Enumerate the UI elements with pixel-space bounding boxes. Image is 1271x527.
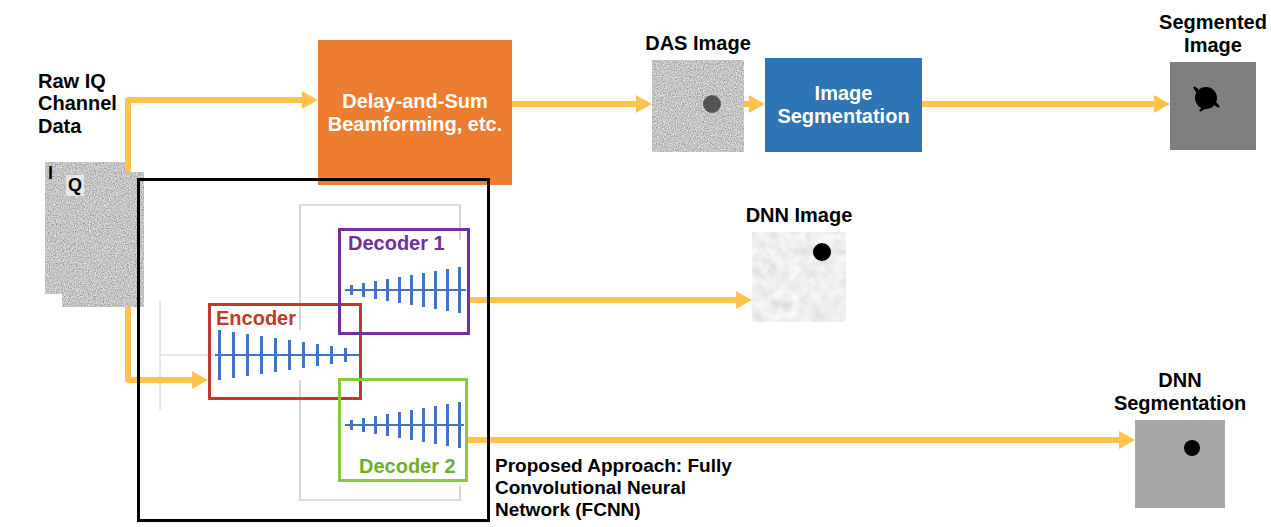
- q-channel-panel: Q: [62, 172, 144, 307]
- q-channel-image: [62, 172, 144, 307]
- node-label: Decoder 2: [357, 455, 458, 478]
- node-label: Segmented Image: [1148, 11, 1271, 57]
- dnn-image-panel: DNN Image: [752, 232, 846, 322]
- data-flow-arrow: [512, 101, 636, 107]
- node-label: Q: [66, 175, 84, 196]
- i-channel-panel: I: [45, 162, 127, 294]
- data-flow-arrow: [922, 101, 1154, 107]
- segmented-blob: [1194, 87, 1219, 111]
- dnn-segmentation-panel: DNN Segmentation: [1135, 420, 1225, 508]
- layer-bar: [398, 412, 401, 438]
- skip-connection: [300, 205, 460, 330]
- das-image-panel: DAS Image: [652, 60, 744, 152]
- layer-bar: [362, 283, 365, 297]
- layer-bar: [374, 416, 377, 434]
- input-label: Raw IQ Channel Data: [38, 70, 122, 137]
- das-image: [652, 60, 744, 152]
- layer-bar: [422, 408, 425, 442]
- layer-bar: [458, 267, 461, 313]
- layer-bar: [350, 420, 353, 430]
- layer-bar: [398, 277, 401, 303]
- node-label: DNN Segmentation: [1105, 369, 1255, 415]
- encoder-path: [215, 354, 360, 356]
- layer-bar: [434, 271, 437, 309]
- layer-bar: [274, 338, 277, 372]
- layer-bar: [422, 273, 425, 307]
- segmented-image-panel: Segmented Image: [1170, 62, 1256, 150]
- network-sketch: [160, 205, 466, 500]
- data-flow-arrow: [468, 437, 1119, 443]
- layer-bar: [232, 332, 235, 378]
- node-label: DAS Image: [638, 32, 758, 55]
- decoder-box: Decoder 2: [338, 378, 468, 482]
- fcnn-frame: Proposed Approach: Fully Convolutional N…: [137, 178, 490, 522]
- network-outline: [160, 300, 215, 410]
- node-label: DNN Image: [739, 204, 859, 227]
- data-flow-arrow: [744, 101, 749, 107]
- data-flow-arrow: [128, 100, 302, 172]
- dnn-segmentation-image: [1135, 420, 1225, 508]
- box-text: Image Segmentation: [773, 82, 914, 128]
- layer-bar: [246, 334, 249, 376]
- layer-bar: [218, 330, 221, 380]
- layer-bar: [434, 406, 437, 444]
- layer-bar: [288, 340, 291, 370]
- node-label: Decoder 1: [346, 232, 447, 255]
- node-label: Encoder: [214, 307, 298, 330]
- layer-bar: [260, 336, 263, 374]
- node-label: Proposed Approach: Fully Convolutional N…: [495, 455, 745, 521]
- layer-bar: [350, 285, 353, 295]
- layer-bar: [410, 275, 413, 305]
- layer-bar: [344, 348, 347, 362]
- layer-bar: [410, 410, 413, 440]
- segmented-image: [1170, 62, 1256, 150]
- dnn-lesion: [813, 243, 831, 261]
- layer-bar: [446, 404, 449, 446]
- segmentation-box: Image Segmentation: [765, 58, 922, 152]
- node-label: I: [48, 163, 53, 184]
- layer-bar: [458, 402, 461, 448]
- layer-bar: [362, 418, 365, 432]
- layer-bar: [446, 269, 449, 311]
- layer-bar: [374, 281, 377, 299]
- beamforming-box: Delay-and-Sum Beamforming, etc.: [318, 40, 512, 185]
- dnn-segmentation-lesion: [1184, 440, 1200, 456]
- layer-bar: [386, 279, 389, 301]
- box-text: Delay-and-Sum Beamforming, etc.: [326, 90, 504, 136]
- layer-bar: [316, 344, 319, 366]
- data-flow-arrow: [470, 297, 736, 303]
- layer-bar: [302, 342, 305, 368]
- decoder-box: Decoder 1: [338, 228, 470, 335]
- layer-bar: [386, 414, 389, 436]
- layer-bar: [330, 346, 333, 364]
- dnn-image: [752, 232, 846, 322]
- das-lesion: [703, 95, 721, 113]
